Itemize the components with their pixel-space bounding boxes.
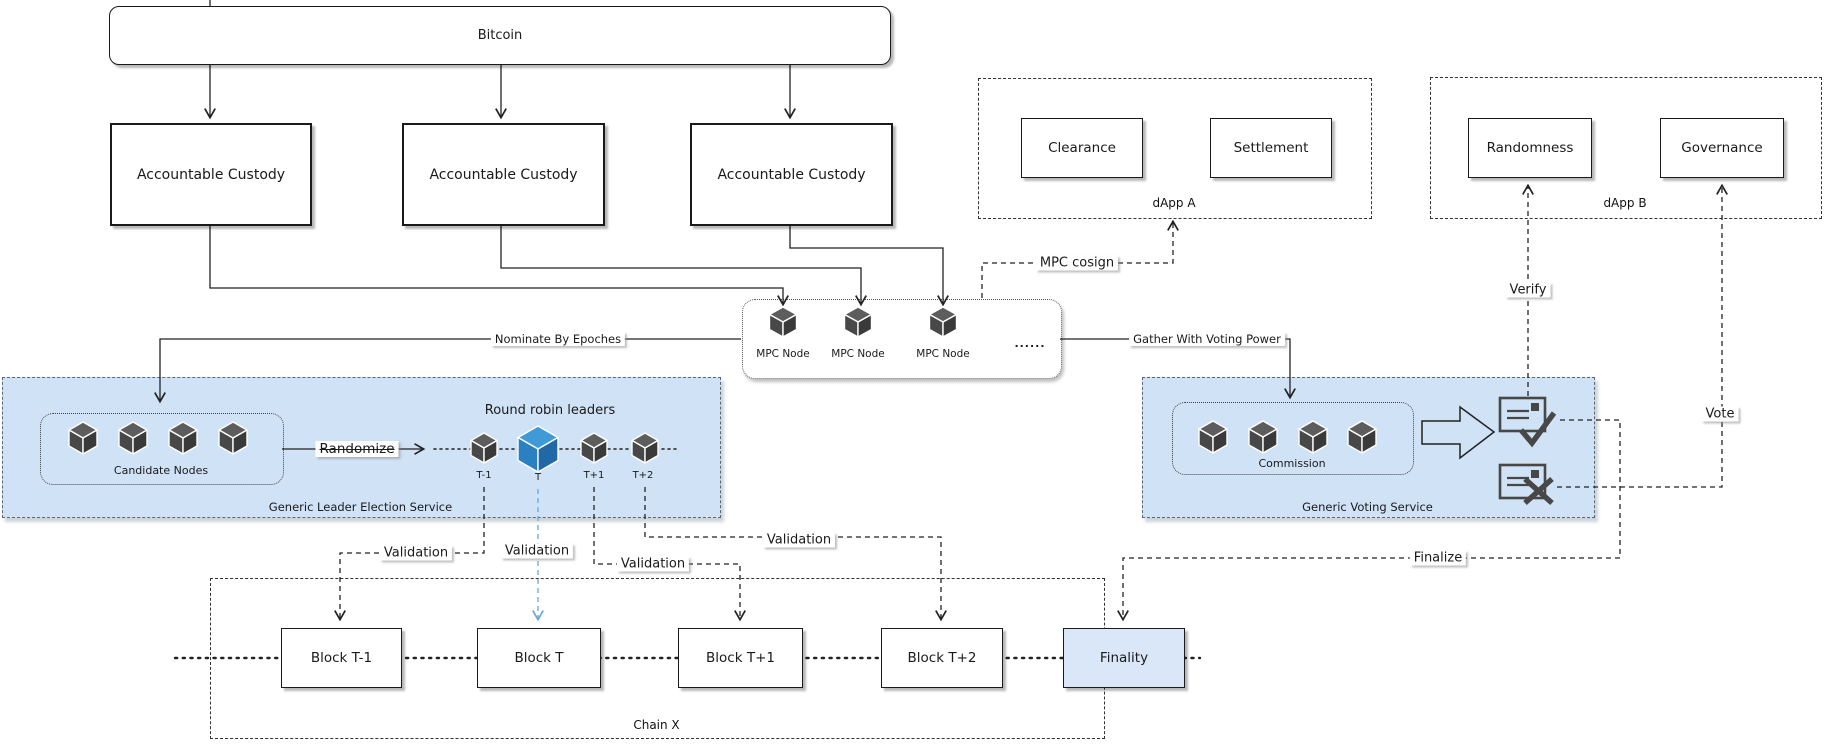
mpc-node-label: MPC Node [916,348,970,360]
mpc-ellipsis: ...... [1014,337,1046,350]
block-t-1-box: Block T-1 [281,628,402,688]
block-label: Block T+2 [907,650,977,666]
slot-label-t: T [534,472,542,483]
commission-label: Commission [1258,457,1326,470]
block-label: Block T+1 [706,650,775,666]
bitcoin-box: Bitcoin [109,6,891,65]
candidate-nodes-label: Candidate Nodes [113,464,209,477]
vote-edge-label: Vote [1701,406,1739,422]
custody-label: Accountable Custody [717,166,866,183]
mpc-node-label: MPC Node [756,348,810,360]
finality-box: Finality [1063,628,1185,688]
block-t1-box: Block T+1 [678,628,803,688]
block-t-box: Block T [477,628,601,688]
randomize-edge-label: Randomize [315,441,399,457]
slot-label-t1: T+1 [583,470,605,481]
settlement-box: Settlement [1210,118,1332,178]
custody-box-2: Accountable Custody [402,123,605,226]
validation-edge-label-1: Validation [379,545,453,561]
edge-custody3-mpc [789,223,949,307]
clearance-label: Clearance [1048,140,1116,156]
finalize-edge-label: Finalize [1409,550,1467,566]
mpc-node-label: MPC Node [831,348,885,360]
bitcoin-label: Bitcoin [477,28,523,43]
round-robin-title: Round robin leaders [484,403,616,418]
dapp-a-title: dApp A [1152,196,1196,210]
custody-box-3: Accountable Custody [690,123,893,226]
verify-edge-label: Verify [1505,282,1551,298]
validation-edge-label-3: Validation [616,556,690,572]
dapp-b-title: dApp B [1603,196,1647,210]
validation-edge-label-2: Validation [500,543,574,559]
chain-x-title: Chain X [633,718,680,732]
settlement-label: Settlement [1233,140,1309,156]
governance-label: Governance [1681,140,1763,156]
gather-edge-label: Gather With Voting Power [1129,332,1285,346]
slot-label-t2: T+2 [632,470,654,481]
edge-custody1-mpc [209,223,789,307]
voting-service-title: Generic Voting Service [1302,500,1433,514]
randomness-box: Randomness [1468,118,1592,178]
slot-label-t-1: T-1 [476,470,492,481]
custody-label: Accountable Custody [429,166,578,183]
block-label: Block T-1 [310,650,373,666]
finality-label: Finality [1099,650,1149,666]
validation-edge-label-4: Validation [762,532,836,548]
edge-custody2-mpc [500,223,867,307]
mpc-cosign-edge-label: MPC cosign [1035,255,1119,271]
block-t2-box: Block T+2 [881,628,1003,688]
governance-box: Governance [1660,118,1784,178]
clearance-box: Clearance [1021,118,1143,178]
block-label: Block T [514,650,564,666]
custody-label: Accountable Custody [136,166,286,183]
custody-box-1: Accountable Custody [110,123,312,226]
randomness-label: Randomness [1486,140,1574,156]
leader-election-title: Generic Leader Election Service [268,500,453,514]
nominate-edge-label: Nominate By Epoches [490,332,626,346]
